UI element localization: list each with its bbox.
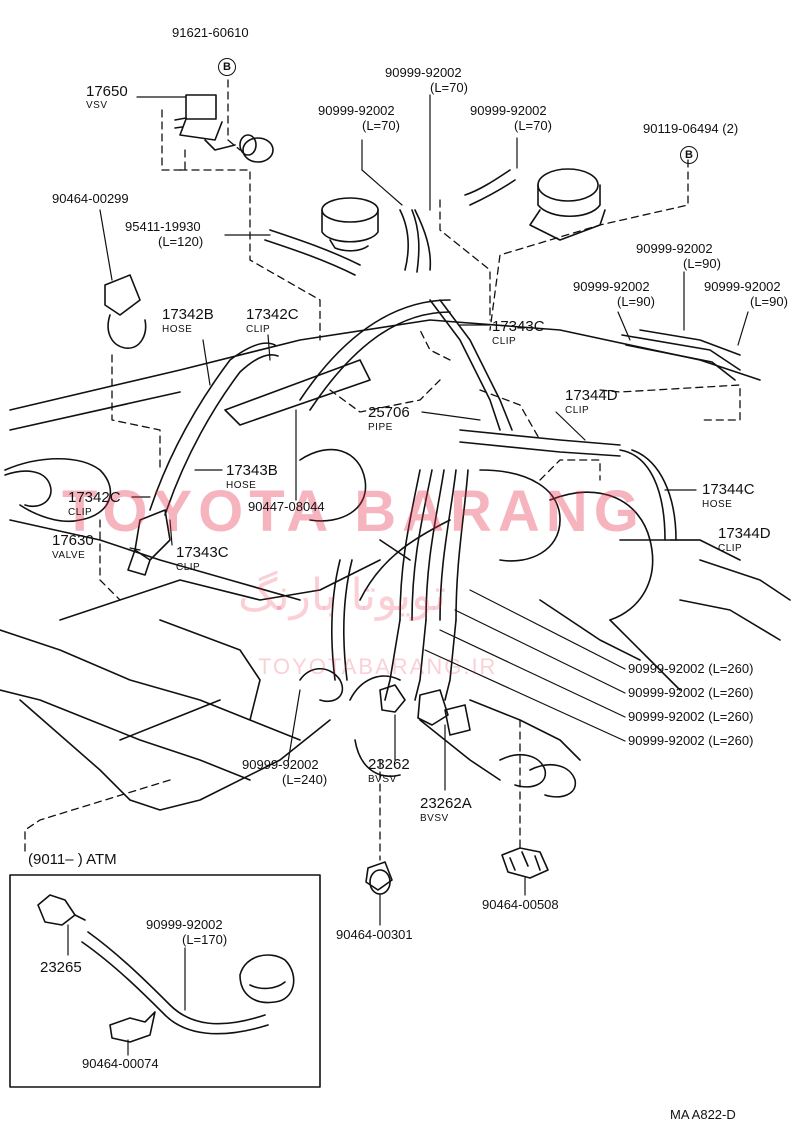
part-90999-c: 90999-92002	[470, 103, 547, 118]
part-17342B: 17342B	[162, 306, 214, 323]
part-90999-260-4: 90999-92002 (L=260)	[628, 733, 754, 748]
callout-b-1: B	[218, 58, 236, 76]
clip-caption-3: CLIP	[565, 405, 590, 416]
clip-90464-00299-part	[104, 274, 147, 349]
clip-caption-5: CLIP	[176, 562, 201, 573]
part-90999-240: 90999-92002	[242, 757, 319, 772]
diagram-code: MA A822-D	[670, 1107, 736, 1122]
clip-caption-6: CLIP	[718, 543, 743, 554]
part-90999-a: 90999-92002	[385, 65, 462, 80]
part-90999-d: 90999-92002	[636, 241, 713, 256]
part-90999-b-length: (L=70)	[362, 118, 400, 133]
part-90464-00299: 90464-00299	[52, 191, 129, 206]
part-90464-00301: 90464-00301	[336, 927, 413, 942]
hose-caption-1: HOSE	[162, 324, 193, 335]
atm-inset-parts	[37, 894, 295, 1043]
callout-b-2: B	[680, 146, 698, 164]
bvsv-parts	[379, 684, 471, 736]
canister-part	[321, 197, 379, 252]
part-90464-00508: 90464-00508	[482, 897, 559, 912]
atm-inset-title: (9011– ) ATM	[28, 851, 117, 868]
clip-90464-00508-part	[501, 847, 549, 879]
part-90999-b: 90999-92002	[318, 103, 395, 118]
part-90999-260-1: 90999-92002 (L=260)	[628, 661, 754, 676]
part-90999-170: 90999-92002	[146, 917, 223, 932]
clip-caption-2: CLIP	[492, 336, 517, 347]
part-90999-c-length: (L=70)	[514, 118, 552, 133]
part-90447-08044: 90447-08044	[248, 499, 325, 514]
part-95411-19930: 95411-19930	[125, 219, 201, 234]
valve-17630-part	[127, 509, 171, 576]
part-90464-00074: 90464-00074	[82, 1056, 159, 1071]
clip-caption-1: CLIP	[246, 324, 271, 335]
part-25706: 25706	[368, 404, 410, 421]
part-17342C-bottom: 17342C	[68, 489, 121, 506]
part-17343B: 17343B	[226, 462, 278, 479]
part-90999-260-3: 90999-92002 (L=260)	[628, 709, 754, 724]
part-23262: 23262	[368, 756, 410, 773]
part-90999-170-length: (L=170)	[182, 932, 228, 947]
vsv-17650-part	[174, 94, 274, 163]
clip-90464-00301-part	[365, 861, 393, 895]
hose-caption-3: HOSE	[702, 499, 733, 510]
part-23265: 23265	[40, 959, 82, 976]
dashed-leaders	[24, 79, 741, 861]
part-17342C-top: 17342C	[246, 306, 299, 323]
vsv-caption: VSV	[86, 100, 108, 111]
part-17343C-bottom: 17343C	[176, 544, 229, 561]
part-17344C: 17344C	[702, 481, 755, 498]
part-17344D-top: 17344D	[565, 387, 618, 404]
part-17650: 17650	[86, 83, 128, 100]
atm-inset-box	[9, 874, 321, 1088]
part-17344D-bottom: 17344D	[718, 525, 771, 542]
part-90999-f: 90999-92002	[704, 279, 781, 294]
part-90999-260-2: 90999-92002 (L=260)	[628, 685, 754, 700]
solid-leaders	[67, 94, 749, 1056]
bvsv-caption-2: BVSV	[420, 813, 449, 824]
bvsv-caption-1: BVSV	[368, 774, 397, 785]
part-90119-06494: 90119-06494 (2)	[643, 121, 739, 136]
watermark-brand: TOYOTA BARANG	[62, 479, 645, 544]
part-90999-a-length: (L=70)	[430, 80, 468, 95]
egr-valve-part	[529, 168, 606, 241]
part-90999-e-length: (L=90)	[617, 294, 655, 309]
part-91621-60610: 91621-60610	[172, 25, 249, 40]
part-90999-240-length: (L=240)	[282, 772, 328, 787]
part-17630: 17630	[52, 532, 94, 549]
part-90999-d-length: (L=90)	[683, 256, 721, 271]
part-23262A: 23262A	[420, 795, 472, 812]
part-17343C-top: 17343C	[492, 318, 545, 335]
clip-caption-4: CLIP	[68, 507, 93, 518]
top-hoses	[264, 169, 741, 381]
pipe-caption: PIPE	[368, 422, 393, 433]
watermark-persian: تویوتا بارنگ	[238, 570, 447, 621]
valve-caption: VALVE	[52, 550, 86, 561]
part-90999-e: 90999-92002	[573, 279, 650, 294]
part-95411-length: (L=120)	[158, 234, 204, 249]
middle-hoses	[149, 299, 677, 701]
watermark-url: TOYOTABARANG.IR	[258, 654, 498, 679]
part-90999-f-length: (L=90)	[750, 294, 788, 309]
hose-caption-2: HOSE	[226, 480, 257, 491]
